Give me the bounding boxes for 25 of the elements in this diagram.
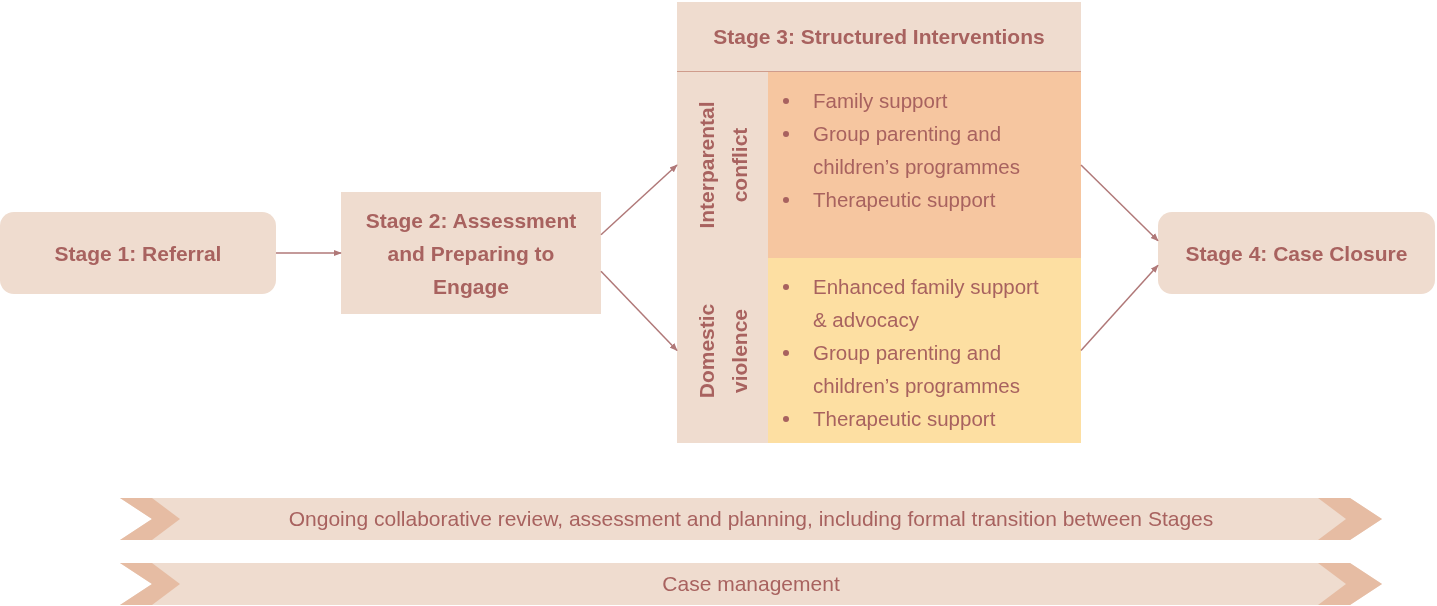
stage-label: Stage 2: Assessment and Preparing to Engage <box>364 207 578 300</box>
stage-box <box>0 212 276 294</box>
list-item: Enhanced family support & advocacy <box>813 270 1051 336</box>
stage-label: Stage 1: Referral <box>54 240 222 267</box>
stage-box <box>1158 212 1435 294</box>
arrow <box>275 249 342 257</box>
list-item: Therapeutic support <box>813 402 1051 435</box>
arrow <box>600 270 678 352</box>
list-item: Group parenting and children’s programmes <box>813 336 1051 402</box>
stage-box <box>341 192 601 314</box>
arrow <box>1080 164 1159 242</box>
list-item: Group parenting and children’s programmes <box>813 117 1051 183</box>
banner-label: Case management <box>662 572 840 596</box>
category-label: Domestic violence <box>693 302 752 400</box>
list-item: Therapeutic support <box>813 183 1051 216</box>
stage-label: Stage 4: Case Closure <box>1185 240 1408 267</box>
arrow <box>1080 264 1159 352</box>
category-label: Interparental conflict <box>693 100 752 231</box>
stage-panel <box>677 2 1081 443</box>
chevron-banner <box>120 498 1382 540</box>
list-item: Family support <box>813 84 1051 117</box>
chevron-banner <box>120 563 1382 605</box>
arrow <box>600 164 678 236</box>
stage-label: Stage 3: Structured Interventions <box>713 24 1045 49</box>
banner-label: Ongoing collaborative review, assessment and planning, including formal transition between Stages <box>288 507 1214 531</box>
